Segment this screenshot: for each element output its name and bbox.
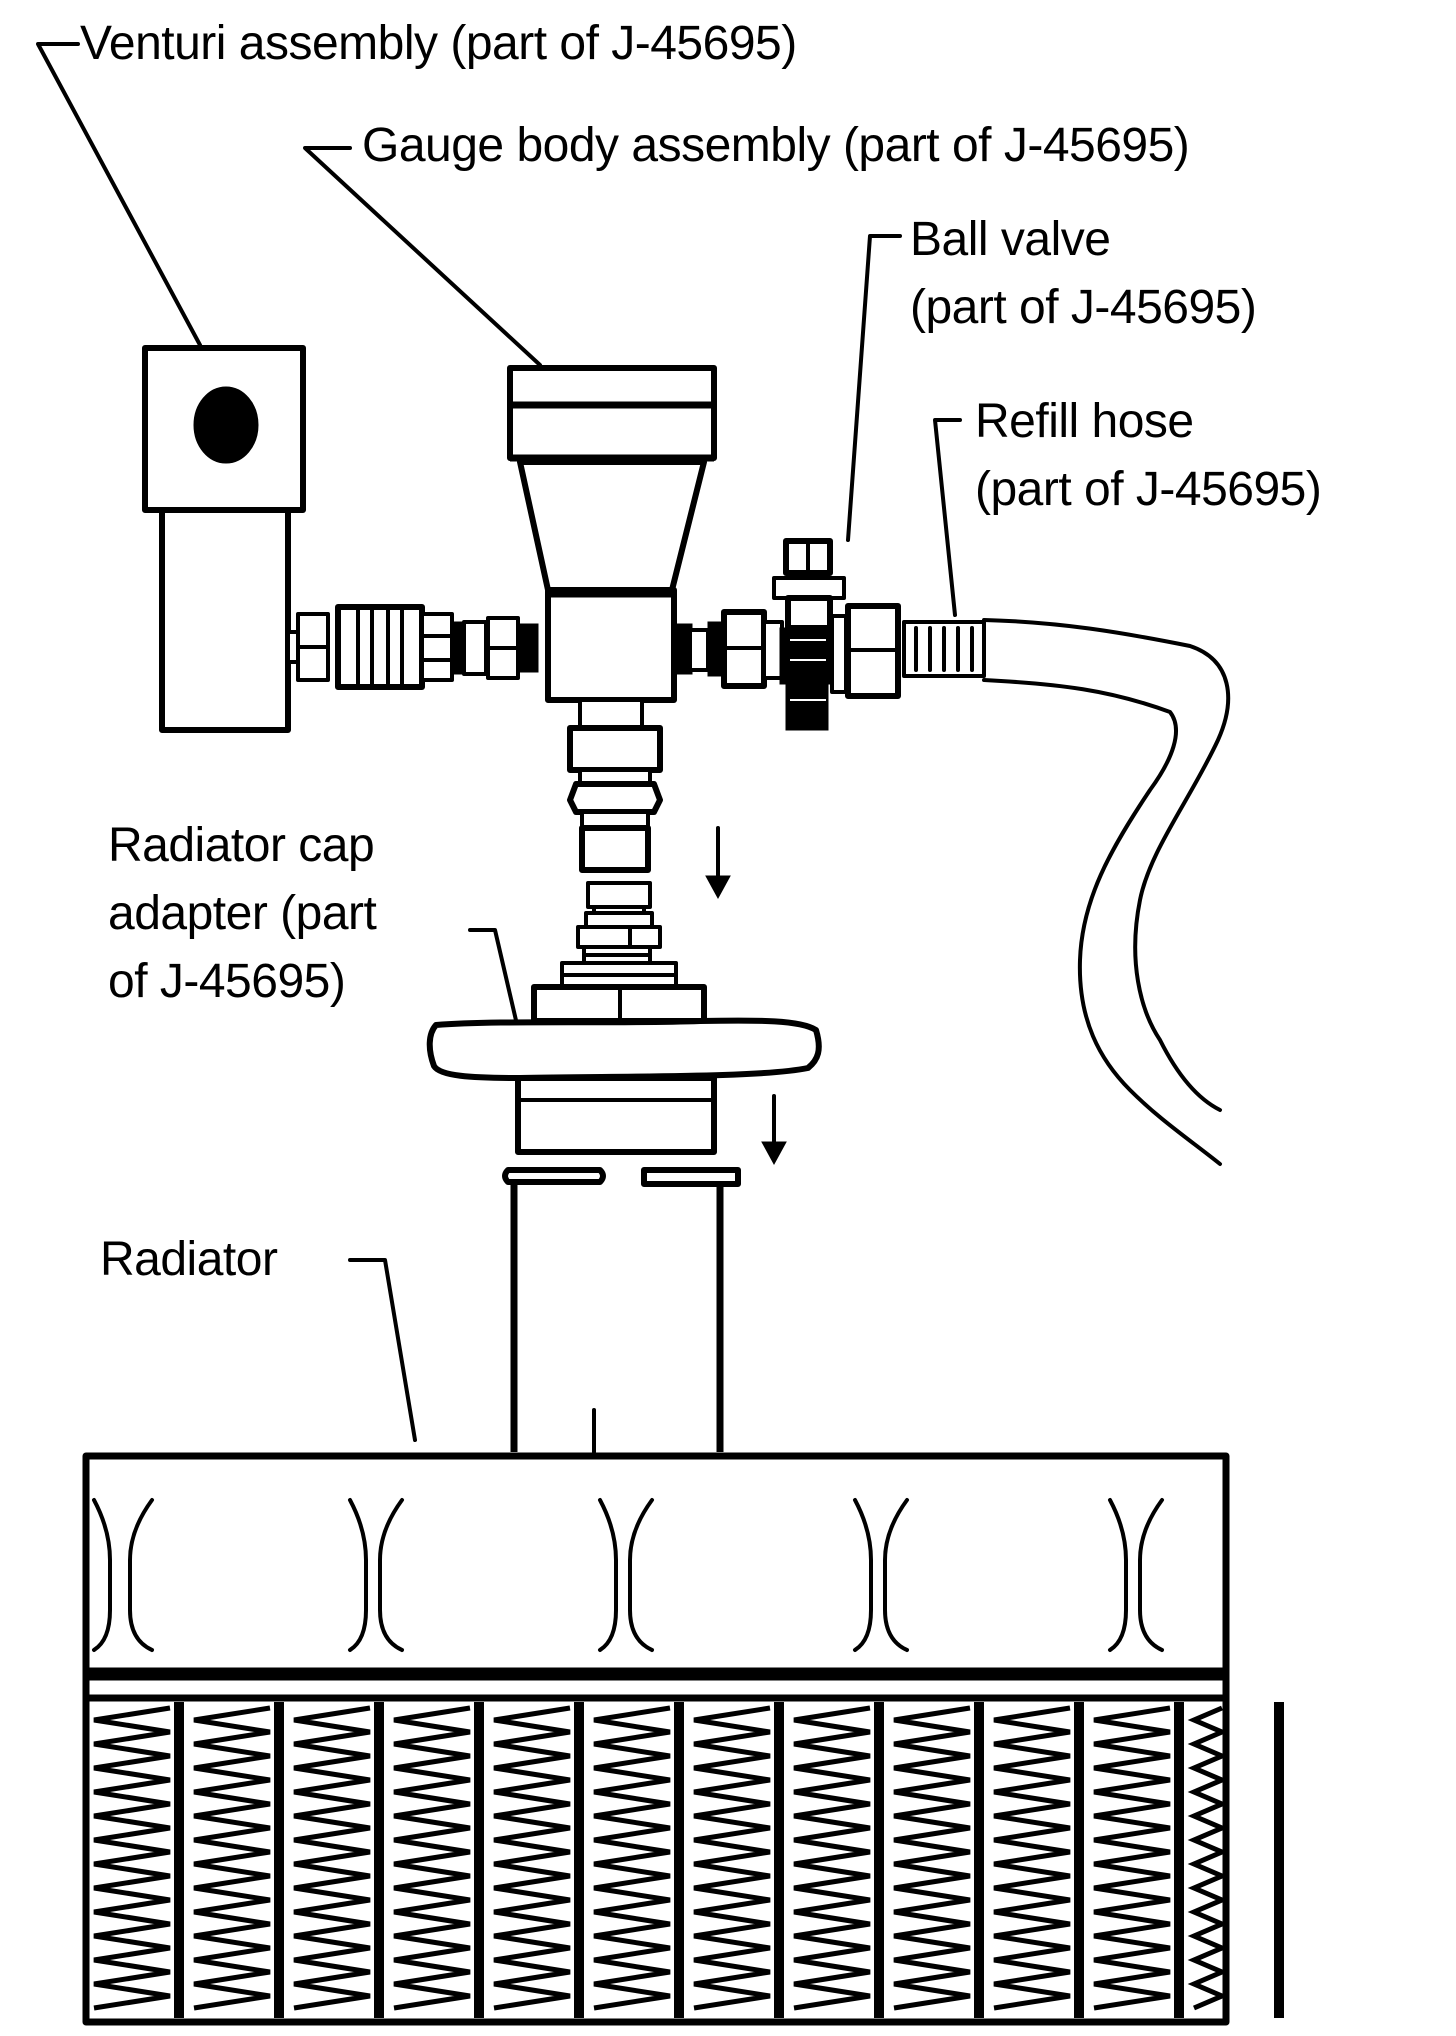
tank-rib xyxy=(1138,1498,1164,1652)
label-line: (part of J-45695) xyxy=(975,463,1322,516)
leader-line-refill-hose xyxy=(933,418,962,617)
core-tube xyxy=(1074,1702,1084,2018)
label-gauge-body-assembly: Gauge body assembly (part of J-45695) xyxy=(362,112,1190,180)
leader-line-radiator xyxy=(348,1258,417,1442)
radiator-core-fins xyxy=(93,1702,1284,2018)
radiator xyxy=(82,1167,1284,2026)
label-line: of J-45695) xyxy=(108,955,346,1008)
label-line: Radiator xyxy=(100,1233,278,1286)
tank-ribs xyxy=(92,1498,1164,1652)
refill-hose xyxy=(902,618,1231,1166)
label-line: Gauge body assembly (part of J-45695) xyxy=(362,119,1190,172)
leader-line-gauge-body xyxy=(303,146,542,367)
label-radiator-cap-adapter: Radiator cap adapter (part of J-45695) xyxy=(108,812,377,1016)
venturi-assembly xyxy=(142,345,306,733)
label-line: Venturi assembly (part of J-45695) xyxy=(80,17,797,70)
core-tube xyxy=(474,1702,484,2018)
gauge-body-assembly xyxy=(507,365,717,873)
tank-rib xyxy=(378,1498,404,1652)
core-fin xyxy=(193,1705,271,2011)
label-line: adapter (part xyxy=(108,887,377,940)
label-radiator: Radiator xyxy=(100,1226,278,1294)
core-fin xyxy=(893,1705,971,2011)
label-ball-valve: Ball valve (part of J-45695) xyxy=(910,206,1257,342)
ball-valve xyxy=(772,538,901,731)
tank-rib xyxy=(853,1498,873,1652)
core-fin xyxy=(1187,1705,1229,2011)
core-fin xyxy=(593,1705,671,2011)
label-line: Radiator cap xyxy=(108,819,375,872)
core-tube xyxy=(974,1702,984,2018)
install-direction-arrow-lower xyxy=(761,1094,787,1166)
label-line: Ball valve xyxy=(910,213,1111,266)
tank-rib xyxy=(883,1498,909,1652)
label-venturi-assembly: Venturi assembly (part of J-45695) xyxy=(80,10,797,78)
core-fin xyxy=(793,1705,871,2011)
core-tube xyxy=(1274,1702,1284,2018)
core-fin xyxy=(993,1705,1071,2011)
radiator-cap-adapter xyxy=(426,881,822,1155)
core-tube xyxy=(574,1702,584,2018)
core-tube xyxy=(174,1702,184,2018)
core-fin xyxy=(1093,1705,1171,2011)
label-line: Refill hose xyxy=(975,395,1194,448)
core-tube xyxy=(274,1702,284,2018)
tank-rib xyxy=(1108,1498,1128,1652)
tank-rib xyxy=(598,1498,618,1652)
tank-rib xyxy=(628,1498,654,1652)
core-fin xyxy=(493,1705,571,2011)
tank-rib xyxy=(128,1498,154,1652)
label-line: (part of J-45695) xyxy=(910,281,1257,334)
install-direction-arrow-upper xyxy=(705,826,731,900)
core-tube xyxy=(874,1702,884,2018)
core-tube xyxy=(1174,1702,1184,2018)
tank-rib xyxy=(92,1498,112,1652)
label-refill-hose: Refill hose (part of J-45695) xyxy=(975,388,1322,524)
core-fin xyxy=(93,1705,171,2011)
core-fin xyxy=(293,1705,371,2011)
venturi-quick-coupler xyxy=(296,604,539,690)
core-tube xyxy=(774,1702,784,2018)
leader-line-ball-valve xyxy=(846,234,902,542)
core-tube xyxy=(374,1702,384,2018)
core-tube xyxy=(674,1702,684,2018)
core-fin xyxy=(693,1705,771,2011)
core-fin xyxy=(393,1705,471,2011)
tank-rib xyxy=(348,1498,368,1652)
gauge-to-valve-fitting xyxy=(673,609,784,689)
leader-line-venturi xyxy=(36,42,202,347)
